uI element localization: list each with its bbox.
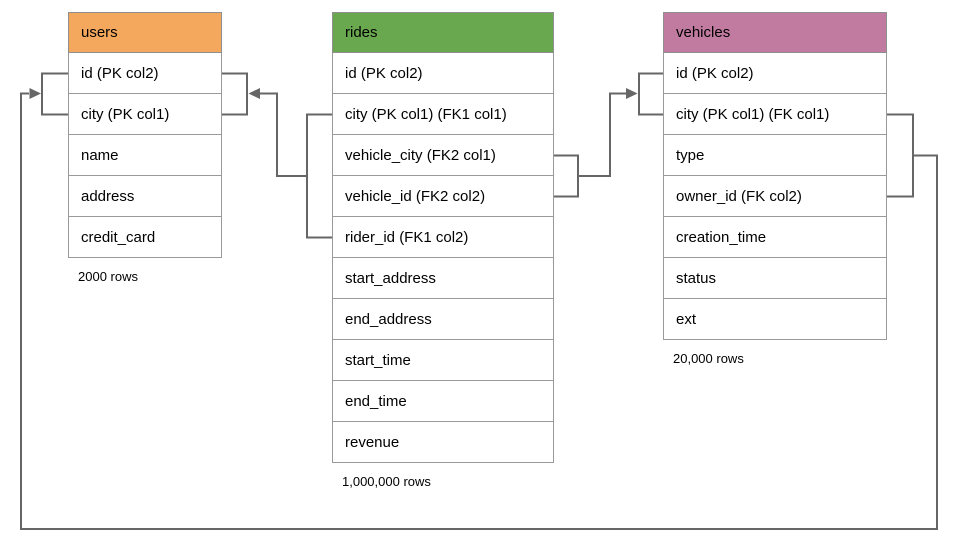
row-count-caption: 2000 rows [78, 269, 138, 284]
table-row: city (PK col1) (FK1 col1) [332, 94, 554, 135]
arrowhead-to-vehicles-left [626, 88, 638, 99]
table-rides: rides id (PK col2) city (PK col1) (FK1 c… [332, 12, 554, 489]
table-row: creation_time [663, 217, 887, 258]
vehicles-fk-bracket [887, 113, 914, 198]
table-row: owner_id (FK col2) [663, 176, 887, 217]
table-vehicles: vehicles id (PK col2) city (PK col1) (FK… [663, 12, 887, 366]
table-rides-header: rides [332, 12, 554, 53]
table-row: vehicle_city (FK2 col1) [332, 135, 554, 176]
table-row: city (PK col1) [68, 94, 222, 135]
table-row: credit_card [68, 217, 222, 258]
table-row: start_time [332, 340, 554, 381]
table-row: id (PK col2) [332, 53, 554, 94]
rides-to-vehicles-connector [578, 92, 627, 177]
rides-fk1-bracket [306, 113, 332, 239]
table-row: city (PK col1) (FK col1) [663, 94, 887, 135]
table-row: rider_id (FK1 col2) [332, 217, 554, 258]
table-users-header: users [68, 12, 222, 53]
table-row: type [663, 135, 887, 176]
table-vehicles-header: vehicles [663, 12, 887, 53]
table-row: vehicle_id (FK2 col2) [332, 176, 554, 217]
table-row: revenue [332, 422, 554, 463]
rides-to-users-connector [259, 92, 307, 177]
row-count-caption: 20,000 rows [673, 351, 744, 366]
table-row: address [68, 176, 222, 217]
table-row: ext [663, 299, 887, 340]
arrowhead-to-users-right [248, 88, 260, 99]
users-pk-left-bracket [41, 72, 68, 116]
table-users: users id (PK col2) city (PK col1) name a… [68, 12, 222, 284]
rides-fk2-bracket [554, 154, 579, 198]
table-row: start_address [332, 258, 554, 299]
vehicles-pk-left-bracket [638, 72, 663, 116]
table-row: end_time [332, 381, 554, 422]
table-row: name [68, 135, 222, 176]
arrowhead-to-users-left [29, 88, 41, 99]
table-row: status [663, 258, 887, 299]
table-row: id (PK col2) [68, 53, 222, 94]
row-count-caption: 1,000,000 rows [342, 474, 431, 489]
users-pk-right-bracket [222, 72, 248, 116]
table-row: id (PK col2) [663, 53, 887, 94]
table-row: end_address [332, 299, 554, 340]
